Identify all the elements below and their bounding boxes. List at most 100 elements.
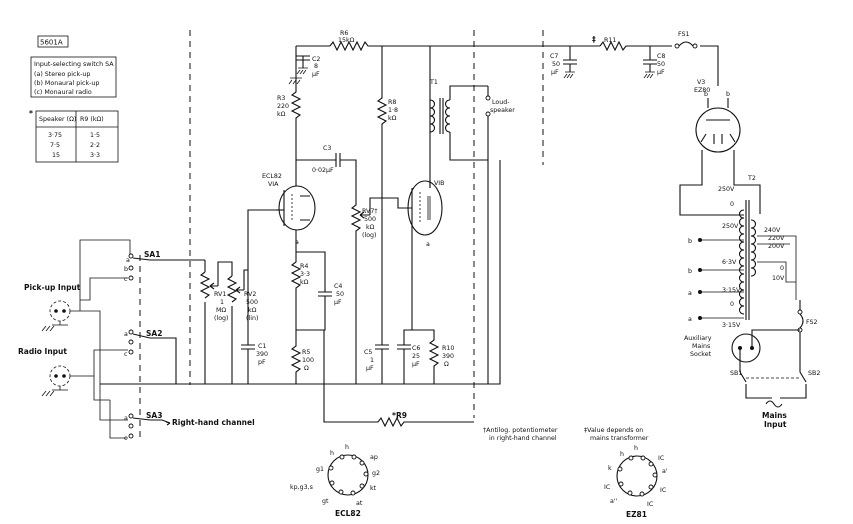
c8-unit: μF xyxy=(657,69,665,76)
r11-marker: ‡ xyxy=(592,35,596,44)
tap-letter: b xyxy=(688,238,692,245)
pin-diagram-ez81: h h IC a' IC IC a'' IC k EZ81 xyxy=(604,445,668,519)
r8-resistor: R8 1·8 kΩ xyxy=(376,46,398,200)
pin-diagram-title: EZ81 xyxy=(626,510,647,519)
c5-val: 1 xyxy=(370,357,374,364)
rv7-pot: RV7† 500 kΩ (log) xyxy=(350,197,412,384)
r9-resistor: *R9 xyxy=(323,330,474,428)
rv2-unit: kΩ xyxy=(248,307,257,314)
v3-b2: b xyxy=(726,91,730,98)
valve-v1a: ECL82 VIA a xyxy=(262,173,316,246)
c2-capacitor: C2 8 μF xyxy=(296,55,320,78)
c3-label: C3 xyxy=(323,145,331,152)
loudspeaker-terminal: Loud- speaker xyxy=(485,86,515,165)
loudspeaker-label-1: Loud- xyxy=(492,99,510,106)
v1a-type: ECL82 xyxy=(262,173,282,180)
input-wiring xyxy=(70,239,131,439)
switch-sa3: SA3 a c xyxy=(124,411,162,442)
radio-input-label: Radio Input xyxy=(18,347,67,356)
v3-type: EZ80 xyxy=(694,87,710,94)
pin-label: k xyxy=(608,465,612,472)
switch-legend-item: (c) Monaural radio xyxy=(34,89,92,96)
tap-letter: a xyxy=(688,316,692,323)
r4-val: 3·3 xyxy=(300,271,310,278)
speaker-table-header: R9 (kΩ) xyxy=(80,116,104,123)
right-hand-label-1: Right-hand channel xyxy=(172,418,255,427)
tap-letter: b xyxy=(688,268,692,275)
c2-label: C2 xyxy=(312,56,320,63)
radio-jack xyxy=(41,365,71,397)
rv2-val: 500 xyxy=(246,299,258,306)
c7-unit: μF xyxy=(551,69,559,76)
sb1-label: SB1 xyxy=(730,370,742,377)
c4-label: C4 xyxy=(334,283,342,290)
sa2-label: SA2 xyxy=(146,329,162,338)
speaker-table-header: Speaker (Ω) xyxy=(39,116,76,123)
ground-symbol xyxy=(288,74,302,85)
tap-terminals: b b a a xyxy=(688,238,702,323)
r10-resistor: R10 390 Ω xyxy=(412,329,454,384)
rv1-pot: RV1 1 MΩ (log) xyxy=(199,260,229,384)
speaker-table-cell: 7·5 xyxy=(50,142,60,149)
v1a-label: VIA xyxy=(268,181,279,188)
switch-sa2: SA2 a c xyxy=(124,329,162,358)
r8-val: 1·8 xyxy=(388,107,398,114)
pin-label: a'' xyxy=(610,498,618,505)
sa1-label: SA1 xyxy=(144,250,160,259)
aux-mains-socket: Auxiliary Mains Socket xyxy=(684,329,800,372)
pin-label: h xyxy=(634,445,638,452)
pin-diagram-title: ECL82 xyxy=(335,509,361,518)
note-antilog: †Antilog. potentiometer xyxy=(483,427,558,434)
fs2-fuse: FS2 xyxy=(797,300,818,344)
tap-label: 250V xyxy=(722,223,739,230)
aux-label: Mains xyxy=(692,343,710,350)
speaker-table-marker: * xyxy=(29,109,33,118)
r6-label: R6 xyxy=(340,30,348,37)
c6-val: 25 xyxy=(412,353,420,360)
rv7-taper: (log) xyxy=(362,232,377,239)
pin-label: IC xyxy=(647,501,654,508)
diagram-id: 5601A xyxy=(40,39,63,47)
rv7-label: RV7† xyxy=(362,208,378,215)
c8-val: 50 xyxy=(657,61,665,68)
c5-label: C5 xyxy=(364,349,372,356)
r4-label: R4 xyxy=(300,263,308,270)
tap-label: 10V xyxy=(772,275,785,282)
ground-bus xyxy=(100,160,501,385)
pin-label: IC xyxy=(604,484,611,491)
v1a-a: a xyxy=(295,239,299,246)
ht-rail xyxy=(296,45,719,86)
speaker-table-cell: 1·5 xyxy=(90,132,100,139)
r8-unit: kΩ xyxy=(388,115,397,122)
tap-label: 0 xyxy=(780,265,784,272)
note-antilog: in right-hand channel xyxy=(489,435,557,442)
c7-label: C7 xyxy=(550,53,558,60)
pin-label: IC xyxy=(660,487,667,494)
tap-label: 240V xyxy=(764,227,781,234)
pin-label: ap xyxy=(370,454,378,461)
c1-val: 390 xyxy=(256,351,268,358)
c8-label: C8 xyxy=(657,53,665,60)
c2-val: 8 xyxy=(314,63,318,70)
valve-v3: V3 EZ80 b b xyxy=(694,79,741,153)
t2-transformer: T2 xyxy=(738,175,757,320)
r5-resistor: R5 100 Ω xyxy=(290,330,314,384)
switch-sa1: SA1 a b c xyxy=(124,250,160,283)
r8-label: R8 xyxy=(388,99,396,106)
tap-label: 3·15V xyxy=(722,322,741,329)
c3-val: 0·02μF xyxy=(312,167,334,174)
pin-label: g1 xyxy=(316,466,324,473)
mains-input-label: Input xyxy=(764,420,787,429)
r3-unit: kΩ xyxy=(277,111,286,118)
r3-val: 220 xyxy=(277,103,289,110)
rv1-taper: (log) xyxy=(214,315,229,322)
c6-label: C6 xyxy=(412,345,420,352)
aux-label: Auxiliary xyxy=(684,335,712,342)
v1b-label: VIB xyxy=(434,180,445,187)
sb-switches: SB1 SB2 Mains Input xyxy=(730,344,820,429)
pin-label: h xyxy=(345,444,349,451)
pickup-jack xyxy=(41,300,71,332)
rv2-pot: RV2 500 kΩ (lin) xyxy=(226,272,258,384)
rv7-val: 500 xyxy=(364,216,376,223)
r9-label: *R9 xyxy=(392,411,407,420)
